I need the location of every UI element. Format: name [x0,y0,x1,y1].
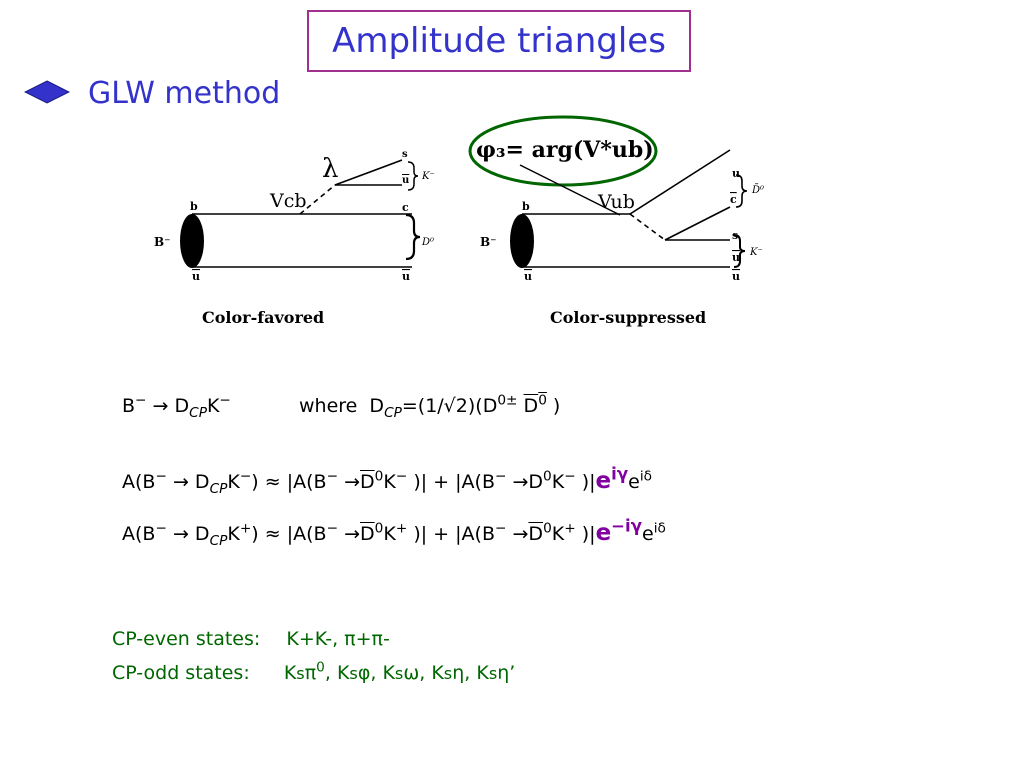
diamond-bullet-icon [24,80,70,104]
label-lambda: λ [322,154,338,184]
label-kaon-right: K⁻ [749,247,763,258]
feynman-diagrams: b u B⁻ c u s u Vcb λ K⁻ D⁰ Color-favored… [154,115,764,327]
w-boson-line [299,184,336,215]
caption-color-favored: Color-favored [202,308,324,327]
label-dmeson: D⁰ [421,237,434,248]
label-b-meson-right: B⁻ [480,235,496,249]
dmeson-brace-right [735,174,748,208]
phase-pointer-line [519,164,621,216]
slide-title-text: Amplitude triangles [332,21,666,61]
cp-even-value: K+K-, π+π- [286,628,390,650]
caption-color-suppressed: Color-suppressed [550,308,706,327]
b-meson-blob [180,214,204,268]
kaon-brace-right [733,234,746,268]
label-ubar-right: u [402,270,410,283]
label-b-right: b [522,200,530,213]
decay-equation-lhs: B− → DCPK− [122,392,231,421]
s-quark-line [334,159,403,186]
cbar-quark-line [664,206,731,241]
label-b-meson: B⁻ [154,235,170,249]
cp-odd-value: Ksπ0, Ksφ, Ksω, Ksη, Ksη’ [283,659,516,684]
label-phi3: φ₃= arg(V*ub) [476,137,654,163]
method-heading: GLW method [88,76,281,111]
label-ubar-left-right: u [524,270,532,283]
label-b: b [190,200,198,213]
label-u-right: u [732,167,740,180]
label-ubar-bottom-right: u [732,270,740,283]
label-c: c [402,201,409,214]
u-quark-line-right [629,149,731,215]
label-s-right: s [732,229,738,242]
dmeson-brace [405,213,421,261]
label-vub: Vub [597,191,635,213]
w-boson-line-right [629,213,666,241]
decay-equation-where: where [298,395,358,417]
label-vcb: Vcb [269,190,307,212]
slide-title: Amplitude triangles [307,10,691,72]
label-ubar-small-right: u [732,251,740,264]
decay-equation-rhs: DCP=(1/√2)(D0± D0 ) [363,392,561,421]
label-kaon: K⁻ [421,171,435,182]
color-favored-diagram: b u B⁻ c u s u Vcb λ K⁻ D⁰ Color-favored [154,149,435,327]
kaon-brace [407,161,419,191]
label-cbar-right: c [730,193,737,206]
cp-even-states: CP-even states: K+K-, π+π- [112,630,390,649]
amplitude-equation-minus: A(B− → DCPK−) ≈ |A(B− →D0K− )| + |A(B− →… [122,464,652,497]
label-u-small: u [402,175,409,186]
b-meson-blob-right [510,214,534,268]
color-suppressed-diagram: b u B⁻ u c s u u Vub D̄⁰ K⁻ Color-suppre… [468,115,764,327]
cp-even-label: CP-even states: [112,628,261,650]
decay-equation: B− → DCPK− where DCP=(1/√2)(D0± D0 ) [122,392,561,421]
label-dmeson-right: D̄⁰ [751,184,764,196]
amplitude-equation-plus: A(B− → DCPK+) ≈ |A(B− →D0K+ )| + |A(B− →… [122,516,666,549]
phase-highlight-ellipse [468,115,658,187]
cp-odd-states: CP-odd states: Ksπ0, Ksφ, Ksω, Ksη, Ksη’ [112,659,516,684]
label-ubar: u [192,270,200,283]
cp-odd-label: CP-odd states: [112,662,250,684]
label-s: s [402,149,408,160]
